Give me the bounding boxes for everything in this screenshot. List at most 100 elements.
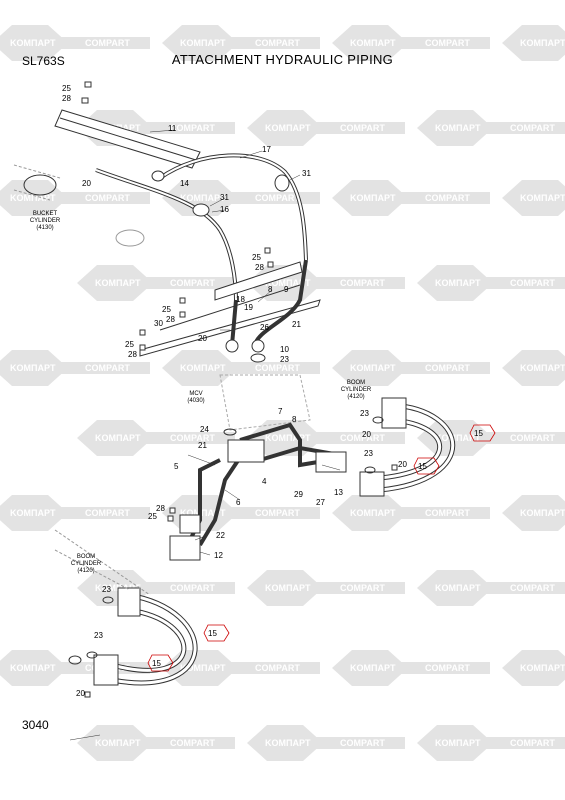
watermark-text-left: KOMПAPT	[435, 123, 481, 133]
callout-30: 30	[154, 319, 163, 328]
watermark-text-right: COMPART	[85, 508, 130, 518]
callout-5: 5	[174, 462, 179, 471]
boom-cylinder-right-label-2: CYLINDER	[341, 387, 372, 393]
watermark-text-left: KOMПAPT	[265, 583, 311, 593]
callout-17: 17	[262, 145, 271, 154]
watermark-text-left: KOMПAPT	[95, 433, 141, 443]
watermark-text-right: COMPART	[340, 433, 385, 443]
callout-25e: 25	[148, 512, 157, 521]
watermark-text-right: COMPART	[255, 193, 300, 203]
watermark-text-right: COMPART	[425, 38, 470, 48]
watermark-text-left: KOMПAPT	[350, 508, 396, 518]
watermark-tile: KOMПAPT COMPART	[0, 350, 150, 386]
callout-28b: 28	[255, 263, 264, 272]
boom-cylinder-right-label-3: (4120)	[347, 394, 364, 400]
watermark-tile: KOMПAPT COMPART	[77, 420, 235, 456]
watermark-text-right: COMPART	[425, 663, 470, 673]
watermark-text-right: COMPART	[340, 738, 385, 748]
callout-29: 29	[294, 490, 303, 499]
right-hoses	[359, 397, 456, 497]
watermark-text-left: KOMПAPT	[520, 38, 565, 48]
mcv-label-1: MCV	[189, 391, 202, 397]
watermark-text-left: KOMПAPT	[435, 278, 481, 288]
callout-16: 16	[220, 205, 229, 214]
boom-cylinder-right-label-1: BOOM	[347, 380, 365, 386]
callout-13: 13	[334, 488, 343, 497]
callout-31b: 31	[302, 169, 311, 178]
callout-23d: 23	[102, 585, 111, 594]
watermark-text-right: COMPART	[170, 583, 215, 593]
callout-24: 24	[200, 425, 209, 434]
watermark-tile: KOMПAPT COMPART	[417, 420, 565, 456]
bucket-cylinder	[13, 109, 201, 247]
callout-18: 18	[236, 295, 245, 304]
watermark-text-left: KOMПAPT	[180, 663, 226, 673]
watermark-text-left: KOMПAPT	[10, 363, 56, 373]
watermark-text-right: COMPART	[510, 123, 555, 133]
callout-14: 14	[180, 179, 189, 188]
callout-23c: 23	[364, 449, 373, 458]
callout-25b: 25	[252, 253, 261, 262]
callout-6: 6	[236, 498, 241, 507]
callout-22: 22	[216, 531, 225, 540]
watermark-text-left: KOMПAPT	[265, 278, 311, 288]
callout-25d: 25	[125, 340, 134, 349]
callout-28c: 28	[166, 315, 175, 324]
page-number: 3040	[22, 718, 49, 732]
callout-7: 7	[278, 407, 283, 416]
callout-8: 8	[268, 285, 273, 294]
watermark-tile: KOMПAPT COMPART	[247, 725, 405, 761]
mcv-label-2: (4030)	[187, 398, 204, 404]
callout-28d: 28	[128, 350, 137, 359]
watermark-text-left: KOMПAPT	[95, 278, 141, 288]
watermark-text-right: COMPART	[85, 38, 130, 48]
watermark-text-left: KOMПAPT	[265, 738, 311, 748]
callout-21b: 21	[198, 441, 207, 450]
watermark-text-left: KOMПAPT	[350, 363, 396, 373]
watermark-text-left: KOMПAPT	[520, 508, 565, 518]
watermark-text-left: KOMПAPT	[95, 738, 141, 748]
callout-31: 31	[220, 193, 229, 202]
callout-15b: 15	[418, 462, 427, 471]
watermark-text-right: COMPART	[510, 433, 555, 443]
watermark-text-right: COMPART	[170, 278, 215, 288]
callout-20e: 20	[76, 689, 85, 698]
callout-28: 28	[62, 94, 71, 103]
watermark-text-right: COMPART	[170, 433, 215, 443]
watermark-tile: KOMПAPT COMPART	[417, 110, 565, 146]
watermark-text-left: KOMПAPT	[265, 433, 311, 443]
callout-20b: 20	[198, 334, 207, 343]
watermark-text-left: KOMПAPT	[10, 193, 56, 203]
callout-4: 4	[262, 477, 267, 486]
callout-25: 25	[62, 84, 71, 93]
callout-10: 10	[280, 345, 289, 354]
watermark-text-left: KOMПAPT	[180, 38, 226, 48]
callout-20d: 20	[398, 460, 407, 469]
bucket-cylinder-label-2: CYLINDER	[30, 218, 61, 224]
watermark-text-left: KOMПAPT	[520, 193, 565, 203]
watermark-text-left: KOMПAPT	[435, 433, 481, 443]
watermark-text-right: COMPART	[255, 363, 300, 373]
watermark-text-right: COMPART	[85, 363, 130, 373]
mcv-tubes	[169, 422, 347, 561]
callout-15c: 15	[208, 629, 217, 638]
callout-21: 21	[292, 320, 301, 329]
callout-12: 12	[214, 551, 223, 560]
model-code: SL763S	[22, 54, 65, 68]
watermark-text-right: COMPART	[425, 508, 470, 518]
